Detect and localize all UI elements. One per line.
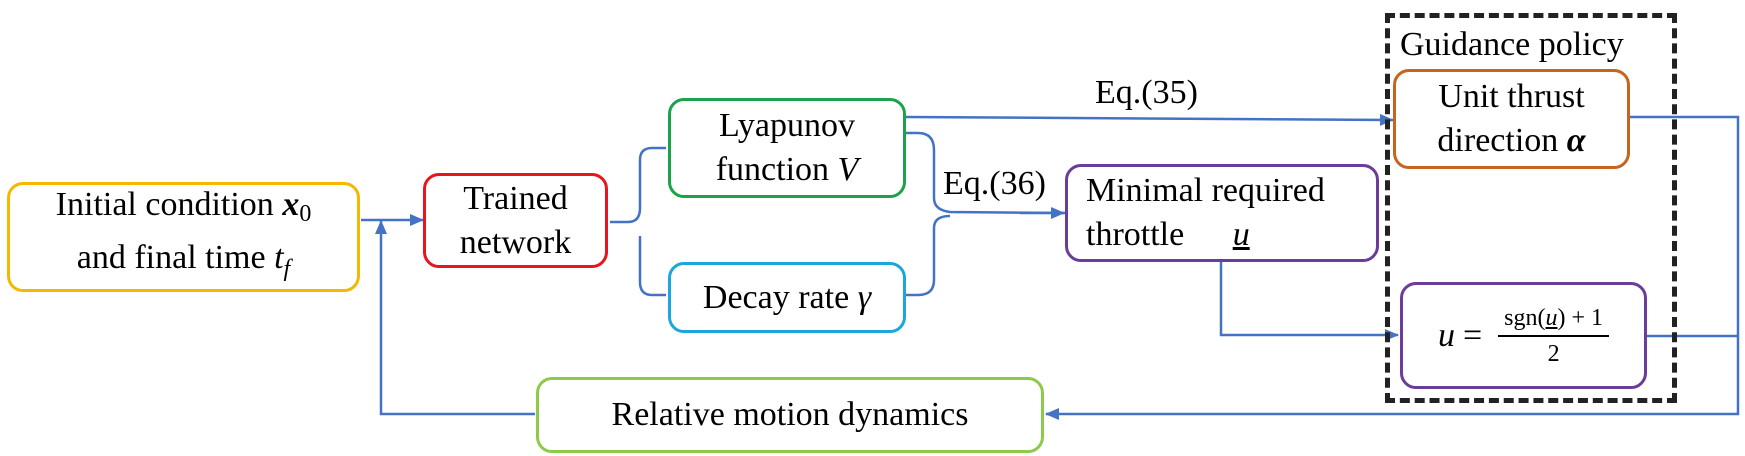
formula-num-var: u (1545, 304, 1558, 331)
decay-line: Decay rate γ (703, 276, 871, 320)
final-time-subscript: f (283, 256, 291, 282)
initial-state-subscript: 0 (299, 201, 312, 227)
lyapunov-function-box: Lyapunov function V (668, 98, 906, 198)
decay-rate-box: Decay rate γ (668, 262, 906, 333)
brace-outputs-to-minimal (906, 131, 1066, 297)
trained-line-1: Trained (463, 179, 568, 217)
feedback-unit-thrust-to-dynamics (1045, 115, 1740, 420)
minimal-line2-text: throttle (1086, 216, 1185, 253)
min-throttle-symbol: u (1232, 216, 1250, 253)
initial-line2-text: and final time (76, 239, 266, 276)
initial-condition-box: Initial condition x0 and final time tf (7, 182, 360, 292)
formula-fraction: sgn(u) + 1 2 (1498, 303, 1610, 369)
brace-trained-to-outputs (610, 146, 666, 297)
decay-text: Decay rate (702, 278, 850, 316)
unit-thrust-box: Unit thrust direction α (1393, 69, 1630, 169)
eq36-label: Eq.(36) (943, 165, 1046, 202)
decay-symbol: γ (857, 278, 872, 316)
minimal-line-2: throttle u (1086, 213, 1250, 257)
unit-thrust-line2-text: direction (1437, 122, 1559, 159)
arrow-dynamics-to-initial (375, 220, 535, 416)
guidance-policy-frame (1385, 13, 1677, 403)
lyapunov-line-1: Lyapunov (719, 107, 855, 144)
minimal-line-1: Minimal required (1086, 172, 1325, 209)
formula-numerator: sgn(u) + 1 (1498, 303, 1610, 337)
initial-line-1: Initial condition x0 (56, 183, 312, 236)
formula-num-fn: sgn( (1504, 304, 1546, 331)
formula-lhs: u (1437, 316, 1455, 354)
formula-denominator: 2 (1547, 340, 1560, 367)
arrow-lyapunov-to-unit-thrust (905, 113, 1394, 126)
trained-line-2: network (459, 223, 572, 261)
initial-line-2: and final time tf (77, 236, 290, 291)
lyapunov-line2-text: function (715, 151, 830, 188)
arrow-minimal-to-u-formula (1219, 260, 1399, 341)
formula-equals: = (1462, 316, 1483, 354)
eq35-label: Eq.(35) (1095, 74, 1198, 111)
relative-motion-dynamics-box: Relative motion dynamics (536, 377, 1044, 453)
initial-line1-text: Initial condition (55, 186, 274, 223)
unit-thrust-line-2: direction α (1437, 119, 1585, 163)
lyapunov-symbol: V (837, 151, 859, 188)
lyapunov-line-2: function V (716, 148, 859, 192)
formula-num-rest: ) + 1 (1557, 304, 1604, 331)
unit-thrust-line-1: Unit thrust (1438, 78, 1585, 115)
final-time-symbol: t (274, 239, 284, 276)
dynamics-label: Relative motion dynamics (611, 396, 969, 433)
guidance-policy-title: Guidance policy (1400, 26, 1624, 63)
initial-state-symbol: x (282, 186, 300, 223)
trained-network-box: Trained network (423, 173, 608, 268)
thrust-direction-symbol: α (1566, 122, 1586, 159)
minimal-throttle-box: Minimal required throttle u (1065, 164, 1379, 262)
throttle-formula-box: u = sgn(u) + 1 2 (1400, 282, 1647, 389)
